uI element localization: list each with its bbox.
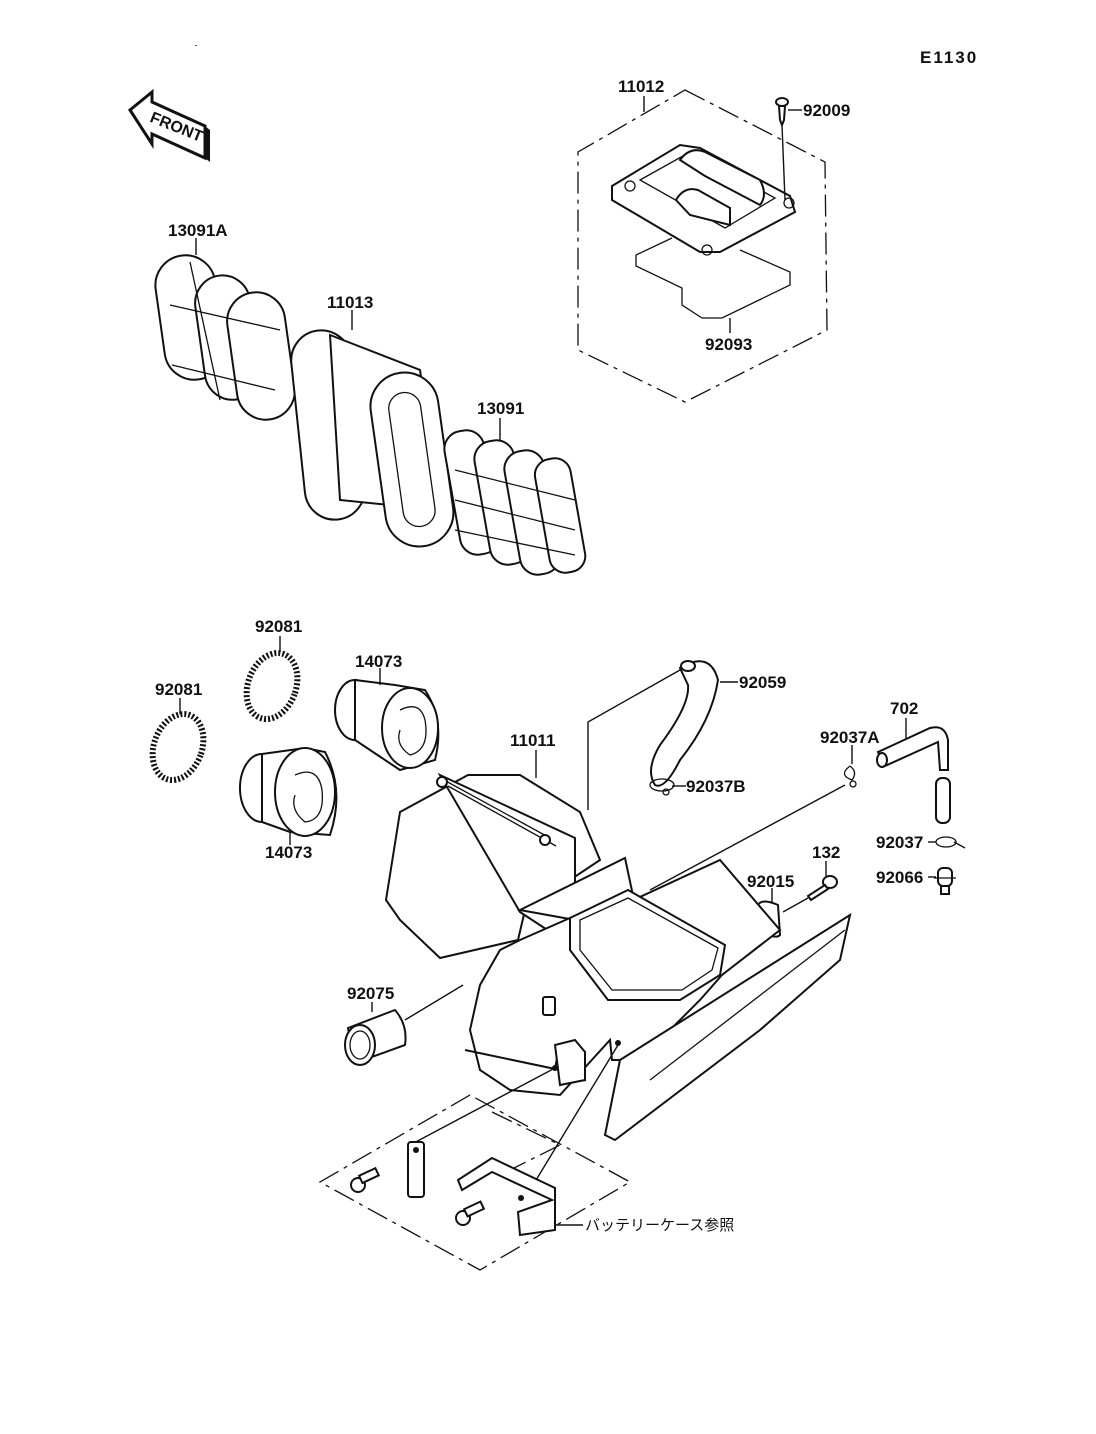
part-label-92009[interactable]: 92009 <box>803 101 850 120</box>
part-label-13091[interactable]: 13091 <box>477 399 524 418</box>
filter-frame-13091[interactable] <box>442 427 588 577</box>
part-label-14073-lower[interactable]: 14073 <box>265 843 312 862</box>
bracket-strap[interactable] <box>407 1141 425 1198</box>
part-label-92081-left[interactable]: 92081 <box>155 680 202 699</box>
screw-part[interactable] <box>775 97 789 201</box>
hose-702[interactable] <box>876 726 951 824</box>
part-label-92081-upper[interactable]: 92081 <box>255 617 302 636</box>
part-label-702[interactable]: 702 <box>890 699 918 718</box>
clamp-spring-92081-left[interactable] <box>144 707 212 787</box>
air-cleaner-housing[interactable] <box>384 772 852 1142</box>
bracket-boundary <box>318 1094 632 1271</box>
front-arrow-icon: FRONT <box>128 88 210 162</box>
bolt-left[interactable] <box>350 1166 381 1193</box>
cover-part[interactable] <box>611 143 797 256</box>
battery-case-reference-note: バッテリーケース参照 <box>585 1216 734 1234</box>
part-label-92037[interactable]: 92037 <box>876 833 923 852</box>
part-label-92037b[interactable]: 92037B <box>686 777 746 796</box>
assembly-boundary <box>577 89 828 403</box>
hose-92059[interactable] <box>650 660 720 787</box>
filter-frame-13091a[interactable] <box>152 251 299 423</box>
part-label-92037a[interactable]: 92037A <box>820 728 880 747</box>
part-label-11013[interactable]: 11013 <box>327 293 373 312</box>
plug-92066[interactable] <box>934 867 956 895</box>
part-label-92015[interactable]: 92015 <box>747 872 794 891</box>
part-label-11011[interactable]: 11011 <box>510 731 555 750</box>
part-label-11012[interactable]: 11012 <box>618 77 664 96</box>
collar-92075[interactable] <box>344 1008 407 1066</box>
clamp-92037[interactable] <box>935 836 966 849</box>
part-label-92093[interactable]: 92093 <box>705 335 752 354</box>
battery-bracket-group <box>318 1044 632 1271</box>
bolt-132[interactable] <box>806 875 838 902</box>
part-label-132[interactable]: 132 <box>812 843 840 862</box>
air-filter-element[interactable] <box>288 327 458 551</box>
clamp-92037a[interactable] <box>843 765 857 788</box>
gasket-part[interactable] <box>635 237 791 319</box>
part-label-92075[interactable]: 92075 <box>347 984 394 1003</box>
part-label-92066[interactable]: 92066 <box>876 868 923 887</box>
bolt-right[interactable] <box>455 1200 486 1226</box>
battery-bracket[interactable] <box>456 1156 556 1237</box>
clamp-spring-92081-upper[interactable] <box>238 646 306 726</box>
duct-14073-upper[interactable] <box>334 678 440 772</box>
part-label-13091a[interactable]: 13091A <box>168 221 228 240</box>
duct-14073-lower[interactable] <box>239 746 338 837</box>
cover-assembly-group: 11012 92093 92009 <box>577 77 850 403</box>
part-label-14073-upper[interactable]: 14073 <box>355 652 402 671</box>
part-label-92059[interactable]: 92059 <box>739 673 786 692</box>
clamp-92037b[interactable] <box>649 778 675 796</box>
figure-code: E1130 <box>920 48 978 67</box>
